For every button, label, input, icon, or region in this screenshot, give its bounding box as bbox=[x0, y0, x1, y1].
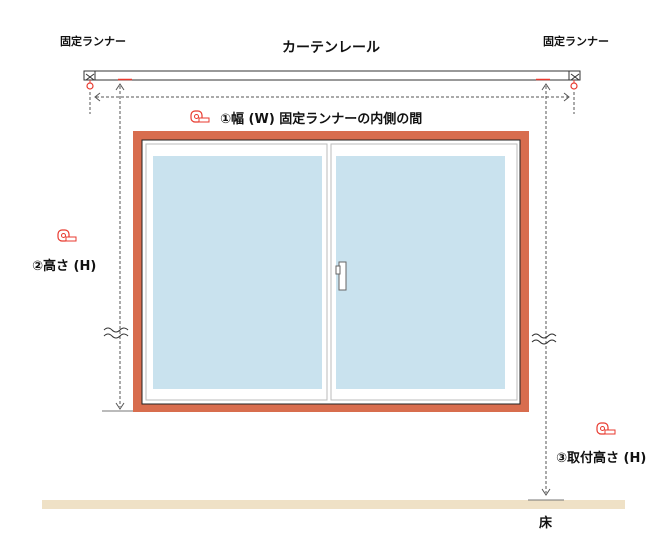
fixed-runner-left-icon bbox=[85, 73, 95, 90]
fixed-runner-right-label: 固定ランナー bbox=[543, 35, 609, 48]
tape-measure-icon bbox=[596, 422, 616, 435]
dimension-guides bbox=[89, 83, 575, 501]
floor-label: 床 bbox=[539, 516, 553, 531]
fixed-runner-left-label: 固定ランナー bbox=[60, 35, 126, 48]
width-label: ①幅 (W) 固定ランナーの内側の間 bbox=[220, 112, 423, 127]
curtain-rail-label: カーテンレール bbox=[282, 40, 380, 56]
fixed-runner-right-icon bbox=[570, 73, 580, 90]
curtain-rail bbox=[83, 70, 581, 81]
tape-measure-icon bbox=[190, 110, 210, 123]
window bbox=[133, 131, 529, 412]
height-label: ②高さ (H) bbox=[32, 259, 97, 274]
glass-left bbox=[153, 156, 322, 389]
break-mark-icon bbox=[103, 327, 557, 345]
sash-left bbox=[145, 143, 328, 401]
floor-strip bbox=[42, 500, 625, 509]
sash-right bbox=[330, 143, 518, 401]
tape-measure-icon bbox=[57, 229, 77, 242]
window-handle bbox=[338, 261, 347, 291]
glass-right bbox=[336, 156, 505, 389]
install-height-label: ③取付高さ (H) bbox=[556, 451, 647, 466]
